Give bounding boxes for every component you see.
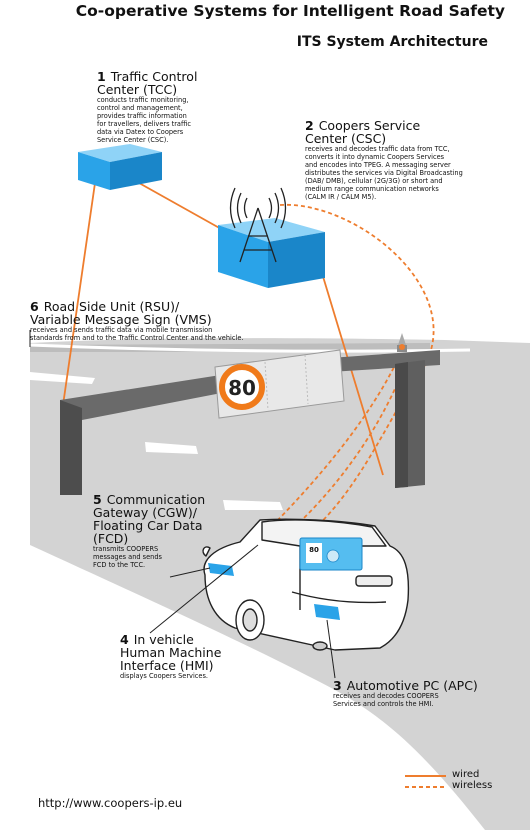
label-title-line: Human Machine	[120, 645, 222, 660]
label-desc-line: transmits COOPERS	[93, 545, 159, 553]
speed-limit-sign	[219, 364, 265, 410]
label-desc-line: receives and sends traffic data via mobi…	[30, 326, 213, 334]
antenna-icon	[229, 187, 287, 263]
label-desc-line: conducts traffic monitoring,	[97, 96, 189, 104]
label-desc-line: data via Datex to Coopers	[97, 128, 184, 136]
label-desc-line: provides traffic information	[97, 112, 187, 120]
wireless-link-rsu-car	[229, 354, 401, 568]
label-cgw: 5 Communication Gateway (CGW)/ Floating C…	[93, 493, 233, 569]
label-number: 1	[97, 69, 106, 84]
footer-url[interactable]: http://www.coopers-ip.eu	[38, 796, 183, 810]
label-apc: 3 Automotive PC (APC) receives and decode…	[333, 679, 503, 708]
callout-lines	[29, 330, 336, 679]
label-title-line: Coopers Service	[318, 118, 421, 133]
apc-box	[314, 604, 340, 620]
hmi-map-icon	[326, 549, 340, 563]
label-tcc: 1 Traffic Control Center (TCC) conducts t…	[97, 70, 247, 144]
legend-wired-label: wired	[452, 769, 480, 780]
label-title-line: Road Side Unit (RSU)/	[43, 299, 180, 314]
label-title-line: Gateway (CGW)/	[93, 505, 197, 520]
label-hmi: 4 In vehicle Human Machine Interface (HMI…	[120, 633, 260, 680]
label-csc: 2 Coopers Service Center (CSC) receives a…	[305, 119, 515, 201]
hmi-speed-value: 80	[309, 546, 319, 554]
label-number: 4	[120, 632, 129, 647]
label-desc-line: messages and sends	[93, 553, 162, 561]
label-number: 2	[305, 118, 314, 133]
label-title-line: Variable Message Sign (VMS)	[30, 312, 212, 327]
label-desc-line: converts it into dynamic Coopers Service…	[305, 153, 445, 161]
label-desc-line: and encodes into TPEG. A messaging serve…	[305, 161, 451, 169]
label-title-line: Communication	[106, 492, 206, 507]
label-number: 6	[30, 299, 39, 314]
page-title: Co-operative Systems for Intelligent Roa…	[75, 2, 505, 20]
label-desc-line: FCD to the TCC.	[93, 561, 146, 569]
label-title-line: Center (TCC)	[97, 82, 178, 97]
label-title-line: Center (CSC)	[305, 131, 387, 146]
label-desc-line: distributes the services via Digital Bro…	[305, 169, 463, 177]
rsu-lamp-icon	[397, 333, 407, 352]
page-subtitle: ITS System Architecture	[296, 34, 488, 50]
label-title-line: Traffic Control	[110, 69, 198, 84]
cgw-box	[208, 563, 234, 576]
road-edge-line	[29, 343, 471, 353]
gantry	[60, 350, 440, 495]
label-desc-line: receives and decodes traffic data from T…	[305, 145, 450, 153]
wireless-link-rsu-car-2	[234, 356, 409, 573]
tcc-box	[78, 144, 162, 190]
label-desc-line: (CALM IR / CALM M5).	[305, 193, 377, 201]
label-title-line: In vehicle	[133, 632, 194, 647]
csc-box	[218, 218, 325, 288]
label-title-line: (FCD)	[93, 531, 129, 546]
legend-wireless-label: wireless	[452, 780, 493, 791]
speed-limit-value: 80	[228, 376, 256, 400]
label-desc-line: Service Center (CSC).	[97, 136, 169, 144]
label-number: 5	[93, 492, 102, 507]
hmi-speed-panel	[306, 543, 322, 563]
label-rsu: 6 Road Side Unit (RSU)/ Variable Message …	[30, 300, 390, 342]
label-title-line: Floating Car Data	[93, 518, 203, 533]
label-desc-line: displays Coopers Services.	[120, 672, 209, 680]
label-number: 3	[333, 678, 342, 693]
label-desc-line: standards from and to the Traffic Contro…	[30, 334, 244, 342]
label-desc-line: Services and controls the HMI.	[333, 700, 434, 708]
label-title-line: Interface (HMI)	[120, 658, 214, 673]
wired-link-tcc-gantry	[61, 182, 96, 413]
lane-markings	[30, 372, 283, 510]
label-desc-line: control and management,	[97, 104, 183, 112]
label-desc-line: for travellers, delivers traffic	[97, 120, 191, 128]
label-desc-line: medium range communication networks	[305, 185, 439, 193]
label-desc-line: receives and decodes COOPERS	[333, 692, 439, 700]
label-title-line: Automotive PC (APC)	[346, 678, 478, 693]
label-desc-line: (DAB/ DMB), cellular (2G/3G) or short an…	[305, 177, 443, 185]
